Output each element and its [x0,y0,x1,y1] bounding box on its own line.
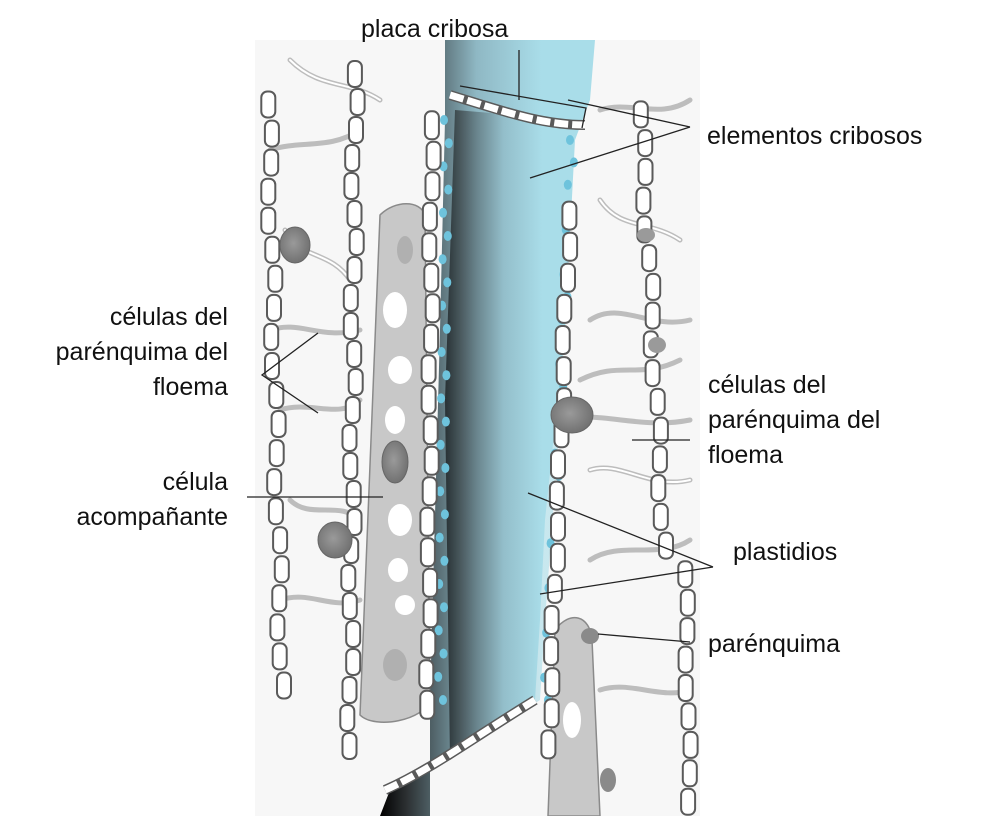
label-parenquima-floema-left-line3: floema [153,373,228,401]
label-elementos-cribosos: elementos cribosos [707,122,922,150]
label-parenquima-floema-right-line1: células del [708,371,826,399]
label-parenquima-floema-left-line2: parénquima del [56,338,228,366]
label-parenquima-floema-left-line1: células del [110,303,228,331]
label-parenquima-floema-right-line2: parénquima del [708,406,880,434]
label-celula-acompanante-line2: acompañante [76,503,228,531]
label-plastidios: plastidios [733,538,837,566]
label-celula-acompanante-line1: célula [163,468,228,496]
label-parenquima: parénquima [708,630,840,658]
label-parenquima-floema-right-line3: floema [708,441,783,469]
title-placa-cribosa: placa cribosa [361,15,508,43]
